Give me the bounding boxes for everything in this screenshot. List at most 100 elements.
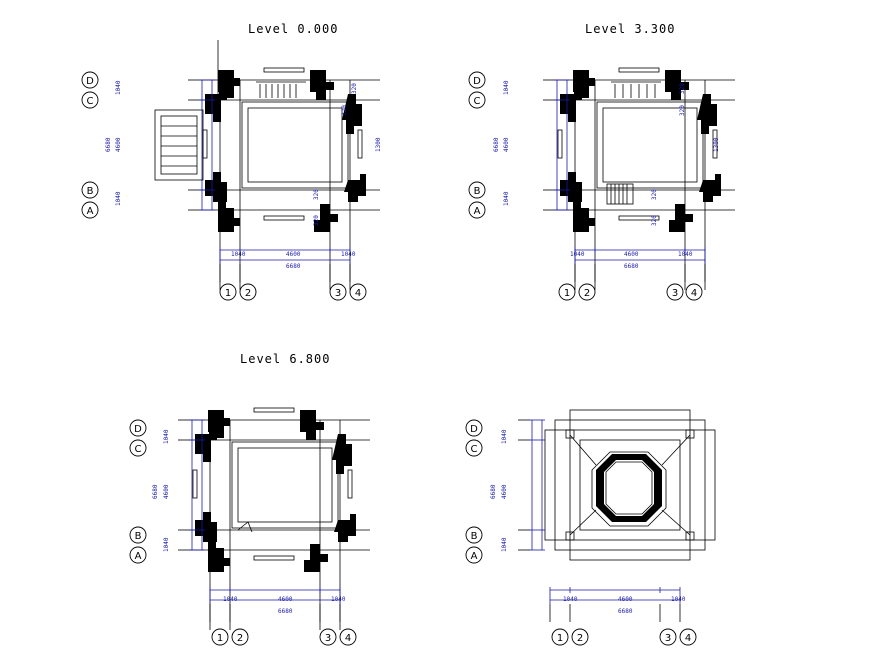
dim-label: 1040 <box>223 596 238 603</box>
dim-label: 320 <box>651 189 658 200</box>
dim-label: 1040 <box>163 429 170 444</box>
dim-label: 4600 <box>278 596 293 603</box>
grid-bubble-row-d: D <box>81 71 99 89</box>
svg-text:D: D <box>86 76 94 87</box>
plan-roof <box>517 409 716 623</box>
dim-label: 6680 <box>105 137 112 152</box>
svg-text:3: 3 <box>672 288 678 299</box>
svg-text:C: C <box>471 444 478 455</box>
grid-bubble-col-3: 3 <box>666 283 684 301</box>
grid-bubble-row-c: C <box>468 91 486 109</box>
grid-bubble-col-4: 4 <box>679 628 697 646</box>
grid-bubble-col-3: 3 <box>659 628 677 646</box>
grid-bubble-row-c: C <box>81 91 99 109</box>
dim-label: 4600 <box>618 596 633 603</box>
dim-label: 1040 <box>331 596 346 603</box>
dim-label: 1040 <box>163 537 170 552</box>
dimension-labels: 1040 4600 1040 6680 1040 4600 1040 6680 … <box>105 80 720 615</box>
grid-bubble-col-2: 2 <box>231 628 249 646</box>
grid-bubble-row-b: B <box>129 526 147 544</box>
dim-label: 320 <box>341 105 348 116</box>
svg-text:D: D <box>134 424 142 435</box>
grid-bubble-col-1: 1 <box>551 628 569 646</box>
svg-text:3: 3 <box>325 633 331 644</box>
dim-label: 1040 <box>115 191 122 206</box>
grid-bubble-row-a: A <box>468 201 486 219</box>
dim-label: 4600 <box>115 137 122 152</box>
dim-label: 1040 <box>503 80 510 95</box>
dim-label: 320 <box>651 215 658 226</box>
grid-bubble-row-b: B <box>81 181 99 199</box>
dim-label: 4600 <box>503 137 510 152</box>
svg-text:2: 2 <box>584 288 590 299</box>
svg-text:4: 4 <box>691 288 697 299</box>
dim-label: 320 <box>679 105 686 116</box>
svg-text:3: 3 <box>665 633 671 644</box>
dim-label: 1040 <box>501 537 508 552</box>
plan-level-0 <box>154 40 381 291</box>
dim-label: 1040 <box>570 251 585 258</box>
svg-text:A: A <box>471 551 478 562</box>
grid-bubble-row-d: D <box>468 71 486 89</box>
dim-label: 4600 <box>501 484 508 499</box>
svg-text:B: B <box>471 531 478 542</box>
dim-label: 1040 <box>231 251 246 258</box>
dim-label: 4600 <box>286 251 301 258</box>
grid-bubble-col-4: 4 <box>339 628 357 646</box>
grid-bubble-col-2: 2 <box>578 283 596 301</box>
svg-text:A: A <box>87 206 94 217</box>
grid-bubble-col-4: 4 <box>685 283 703 301</box>
dim-label: 4600 <box>163 484 170 499</box>
svg-text:D: D <box>470 424 478 435</box>
svg-text:4: 4 <box>685 633 691 644</box>
dim-label: 1040 <box>563 596 578 603</box>
plan3-title: Level 6.800 <box>240 352 331 366</box>
svg-text:2: 2 <box>237 633 243 644</box>
svg-text:C: C <box>474 96 481 107</box>
dim-label: 4600 <box>624 251 639 258</box>
svg-text:A: A <box>135 551 142 562</box>
grid-bubbles: D C B A D C B A D C B A D C B A 1 2 3 4 … <box>81 71 703 646</box>
grid-bubble-col-3: 3 <box>329 283 347 301</box>
svg-text:1: 1 <box>217 633 223 644</box>
dim-label: 6680 <box>152 484 159 499</box>
svg-text:3: 3 <box>335 288 341 299</box>
dim-label: 320 <box>679 83 686 94</box>
grid-bubble-col-1: 1 <box>211 628 229 646</box>
dim-label: 1040 <box>115 80 122 95</box>
grid-bubble-col-2: 2 <box>571 628 589 646</box>
plan2-title: Level 3.300 <box>585 22 676 36</box>
grid-bubble-col-2: 2 <box>239 283 257 301</box>
dim-label: 1040 <box>341 251 356 258</box>
svg-text:1: 1 <box>564 288 570 299</box>
dim-label: 1040 <box>671 596 686 603</box>
svg-text:C: C <box>87 96 94 107</box>
dim-label: 1040 <box>678 251 693 258</box>
svg-text:1: 1 <box>225 288 231 299</box>
grid-bubble-row-d: D <box>465 419 483 437</box>
dim-label: 1300 <box>713 137 720 152</box>
svg-text:2: 2 <box>577 633 583 644</box>
grid-bubble-row-c: C <box>129 439 147 457</box>
svg-text:4: 4 <box>345 633 351 644</box>
svg-text:4: 4 <box>355 288 361 299</box>
grid-bubble-col-1: 1 <box>219 283 237 301</box>
dim-label: 6680 <box>286 263 301 270</box>
svg-text:D: D <box>473 76 481 87</box>
grid-bubble-row-a: A <box>465 546 483 564</box>
grid-bubble-row-a: A <box>129 546 147 564</box>
svg-text:B: B <box>135 531 142 542</box>
dim-label: 1300 <box>375 137 382 152</box>
dim-label: 320 <box>313 215 320 226</box>
dim-label: 320 <box>351 83 358 94</box>
plan-level-6800 <box>177 407 371 631</box>
dim-label: 1040 <box>501 429 508 444</box>
svg-text:2: 2 <box>245 288 251 299</box>
plan1-title: Level 0.000 <box>248 22 339 36</box>
svg-text:B: B <box>474 186 481 197</box>
dim-label: 6680 <box>618 608 633 615</box>
plan-level-3300 <box>542 67 736 291</box>
dim-label: 320 <box>313 189 320 200</box>
grid-bubble-row-a: A <box>81 201 99 219</box>
dim-label: 6680 <box>490 484 497 499</box>
